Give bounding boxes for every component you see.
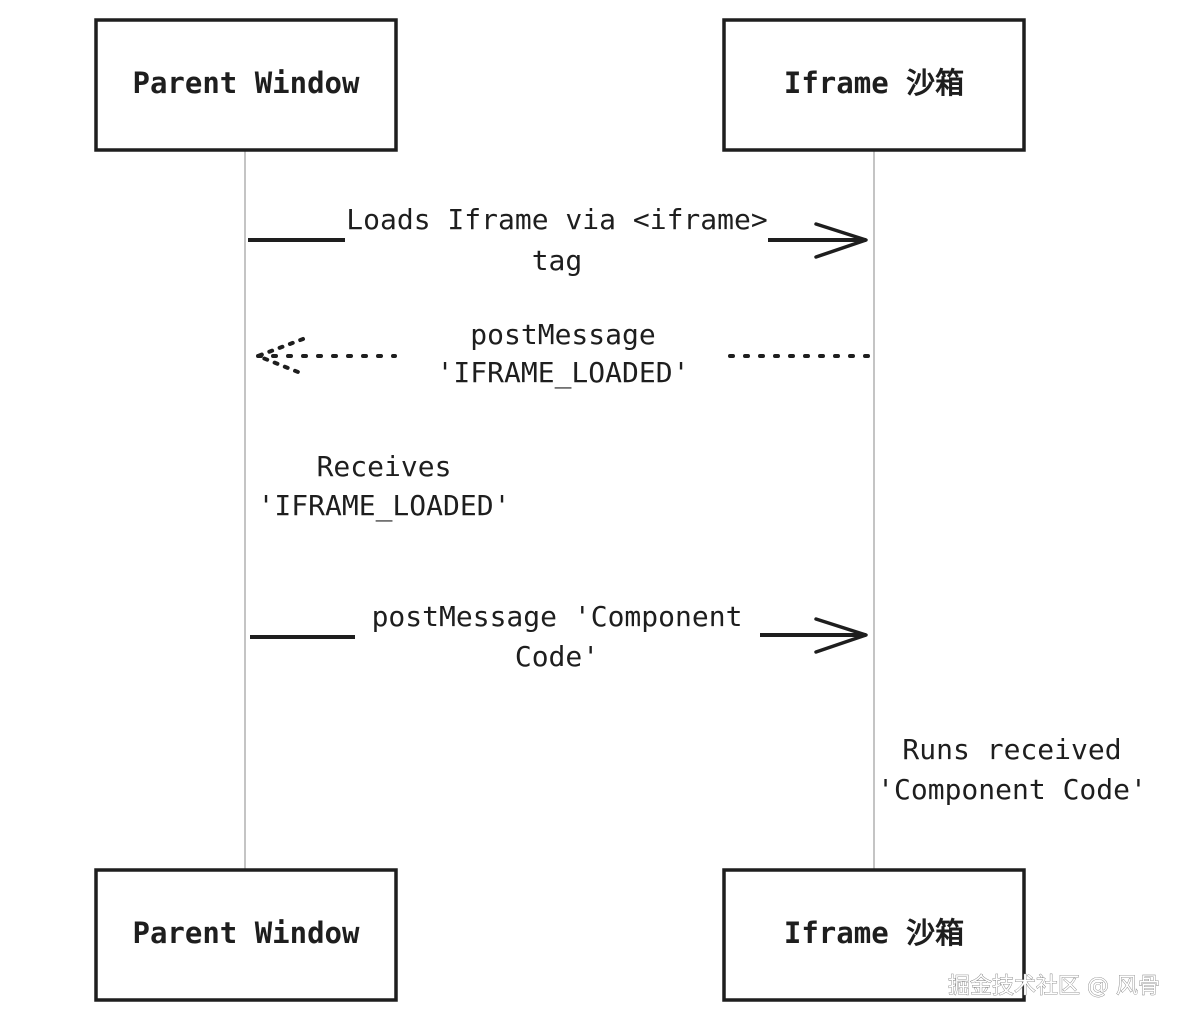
note-label-line-2: 'IFRAME_LOADED' [258,489,511,523]
arrowhead-right-icon [814,617,868,654]
message-component-code: postMessage 'Component Code' [250,600,868,673]
participant-box-iframe-top: Iframe 沙箱 [722,18,1026,152]
message-label-line-1: postMessage [470,318,655,351]
participant-box-parent-top: Parent Window [94,18,398,152]
note-label-line-2: 'Component Code' [877,773,1147,806]
arrowhead-left-icon [256,337,305,376]
message-label-line-1: Loads Iframe via <iframe> [346,203,767,236]
participant-label-parent-bottom: Parent Window [133,916,361,950]
message-label-line-2: Code' [515,640,599,673]
participant-label-parent-top: Parent Window [133,66,361,100]
message-label-line-2: tag [532,244,583,277]
participant-box-parent-bottom: Parent Window [94,868,398,1002]
note-label-line-1: Runs received [902,733,1121,766]
message-loads-iframe: Loads Iframe via <iframe> tag [248,203,868,277]
note-label-line-1: Receives [317,450,452,483]
watermark: 掘金技术社区 @ 风骨 [948,974,1160,999]
message-label-line-1: postMessage 'Component [372,600,743,633]
arrowhead-right-icon [814,222,868,259]
participant-box-iframe-bottom: Iframe 沙箱 [722,868,1026,1002]
note-iframe: Runs received 'Component Code' [877,733,1147,806]
participant-label-iframe-top: Iframe 沙箱 [784,66,964,100]
message-label-line-2: 'IFRAME_LOADED' [437,356,690,390]
note-parent: Receives 'IFRAME_LOADED' [258,450,511,523]
message-iframe-loaded: postMessage 'IFRAME_LOADED' [256,318,874,390]
participant-label-iframe-bottom: Iframe 沙箱 [784,916,964,950]
